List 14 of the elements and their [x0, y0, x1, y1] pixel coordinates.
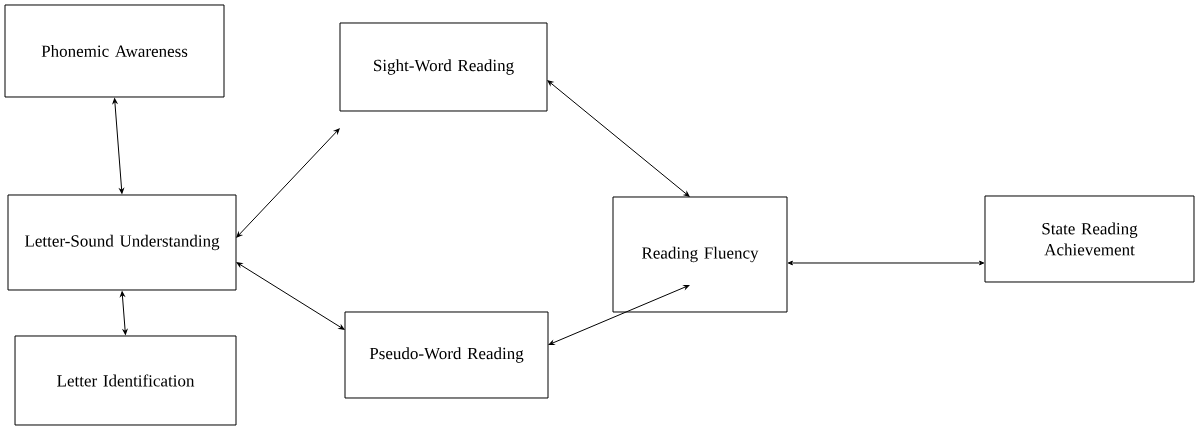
arrow [548, 284, 690, 346]
process-box: Letter-Sound Understanding [7, 194, 237, 291]
arrow [120, 291, 128, 335]
process-box: Letter Identification [14, 335, 237, 426]
arrow [787, 260, 985, 266]
process-box: Sight-Word Reading [339, 22, 548, 112]
arrow [112, 98, 124, 194]
process-box: Reading Fluency [612, 196, 788, 313]
process-box: State Reading Achievement [984, 195, 1195, 283]
process-box: Phonemic Awareness [4, 4, 225, 98]
arrow [547, 80, 690, 197]
process-box: Pseudo-Word Reading [344, 311, 549, 399]
arrow [236, 262, 345, 330]
arrow [236, 128, 340, 238]
